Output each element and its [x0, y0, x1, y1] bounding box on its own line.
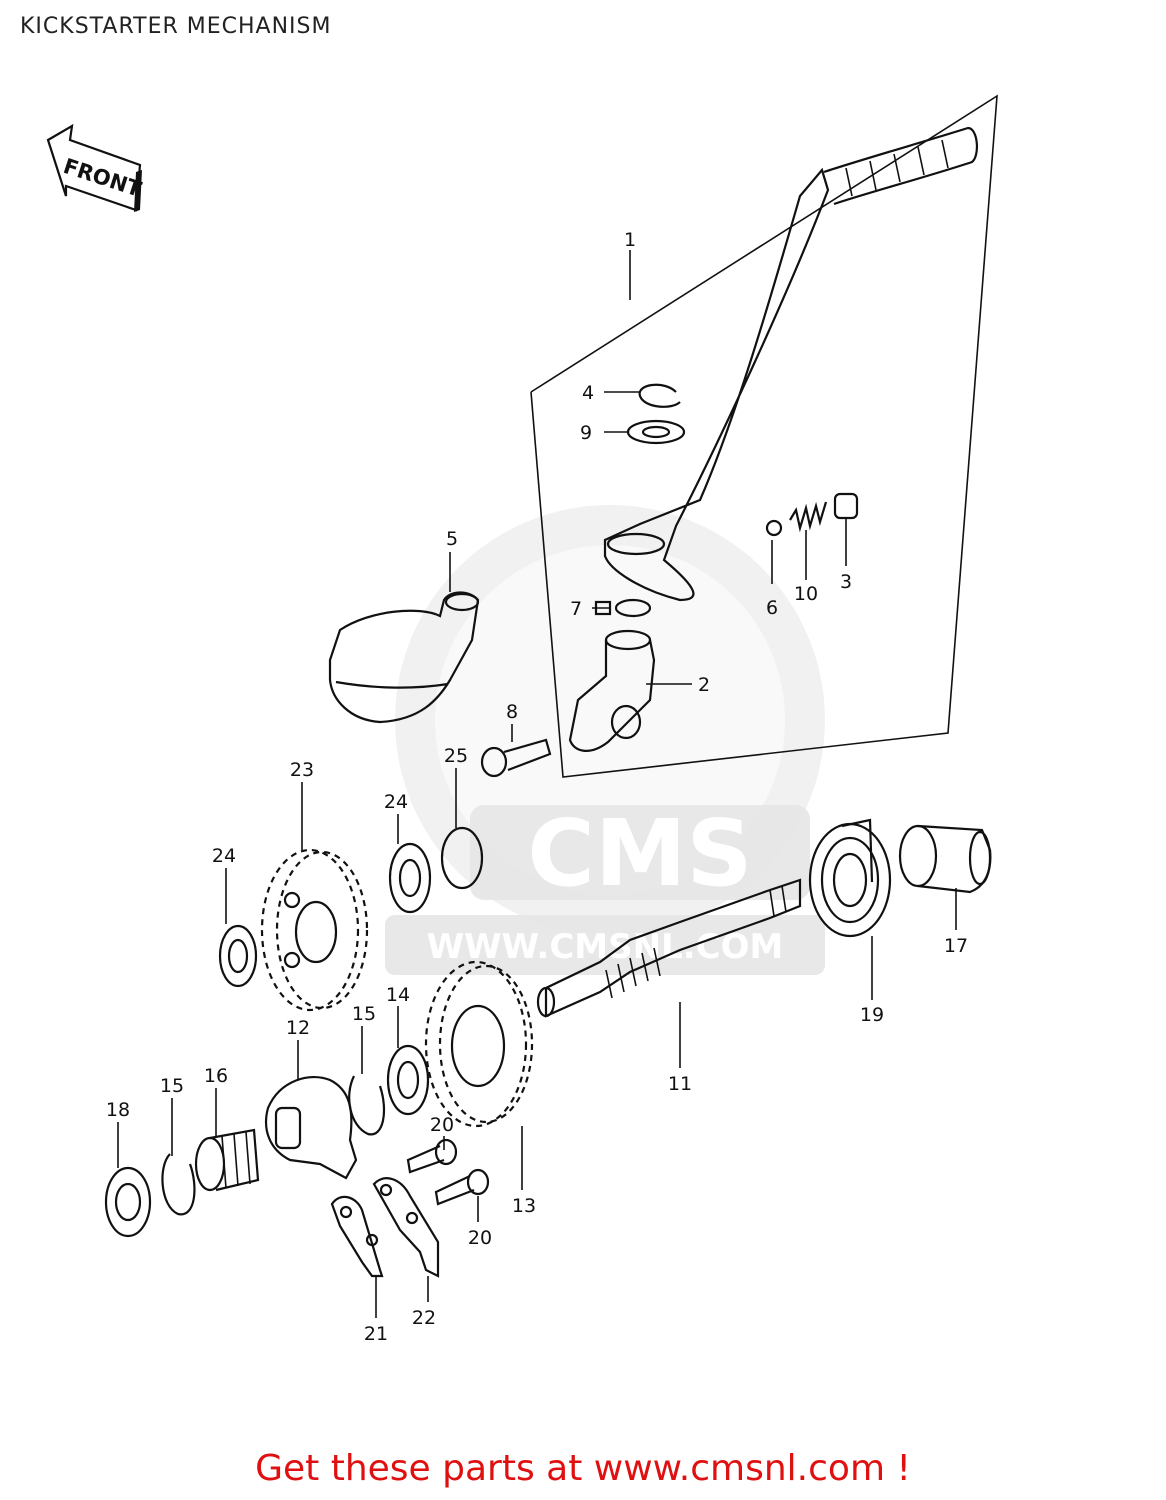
washer-9: [626, 419, 686, 445]
circlip-25: [440, 826, 484, 890]
washer-14: [386, 1044, 430, 1116]
callout-15-lower: 15: [160, 1075, 184, 1097]
callout-12: 12: [286, 1017, 310, 1039]
callout-7: 7: [570, 598, 582, 620]
gear-13: [424, 960, 534, 1128]
kick-spring-19: [808, 818, 892, 938]
plate-21: [330, 1195, 384, 1278]
bolt-20-upper: [406, 1138, 458, 1174]
callout-24-lower: 24: [212, 845, 236, 867]
washer-24-lower: [218, 924, 258, 988]
callout-23: 23: [290, 759, 314, 781]
front-arrow: FRONT: [46, 123, 145, 212]
shaft-holder-2: [568, 629, 656, 752]
circlip-4: [638, 383, 681, 408]
callout-14: 14: [386, 984, 410, 1006]
gear-23: [260, 848, 369, 1012]
callout-3: 3: [840, 571, 852, 593]
kick-shaft-11: [536, 878, 802, 1018]
kick-cover-5: [328, 591, 480, 724]
bolt-8: [480, 738, 552, 778]
watermark: CMS WWW.CMSNL.COM: [385, 505, 825, 975]
callout-5: 5: [446, 528, 458, 550]
plug-3: [833, 492, 859, 520]
page-title: KICKSTARTER MECHANISM: [20, 14, 332, 39]
callout-20-lower: 20: [468, 1227, 492, 1249]
callout-11: 11: [668, 1073, 692, 1095]
circlip-15-upper: [348, 1075, 386, 1136]
callout-20-upper: 20: [430, 1114, 454, 1136]
washer-24-upper: [388, 842, 432, 914]
assembly-outline: [530, 94, 998, 778]
callout-15-upper: 15: [352, 1003, 376, 1025]
callout-18: 18: [106, 1099, 130, 1121]
callout-labels: 1 2 3 4 5 6 7 8 9 10 11 12 13 14 15 15 1…: [106, 229, 968, 1345]
callout-19: 19: [860, 1004, 884, 1026]
callout-4: 4: [582, 382, 594, 404]
bolt-20-lower: [434, 1168, 490, 1206]
callout-10: 10: [794, 583, 818, 605]
spring-16: [194, 1128, 260, 1192]
callout-17: 17: [944, 935, 968, 957]
plate-22: [372, 1177, 440, 1278]
callout-8: 8: [506, 701, 518, 723]
spring-guide-17: [898, 824, 992, 894]
ratchet-12: [264, 1076, 358, 1180]
callout-25: 25: [444, 745, 468, 767]
callout-22: 22: [412, 1307, 436, 1329]
callout-1: 1: [624, 229, 636, 251]
callout-16: 16: [204, 1065, 228, 1087]
watermark-logo: CMS: [527, 800, 752, 907]
kick-pedal-lever: [603, 126, 978, 602]
spring-10: [789, 501, 828, 533]
callout-2: 2: [698, 674, 710, 696]
leader-lines: [117, 250, 957, 1318]
footer-link[interactable]: Get these parts at www.cmsnl.com !: [255, 1448, 911, 1489]
washer-18: [104, 1166, 152, 1238]
circlip-15-lower: [161, 1153, 196, 1216]
callout-21: 21: [364, 1323, 388, 1345]
ball-6: [765, 519, 783, 537]
callout-13: 13: [512, 1195, 536, 1217]
callout-24-upper: 24: [384, 791, 408, 813]
callout-6: 6: [766, 597, 778, 619]
seal-7: [614, 598, 652, 618]
callout-9: 9: [580, 422, 592, 444]
